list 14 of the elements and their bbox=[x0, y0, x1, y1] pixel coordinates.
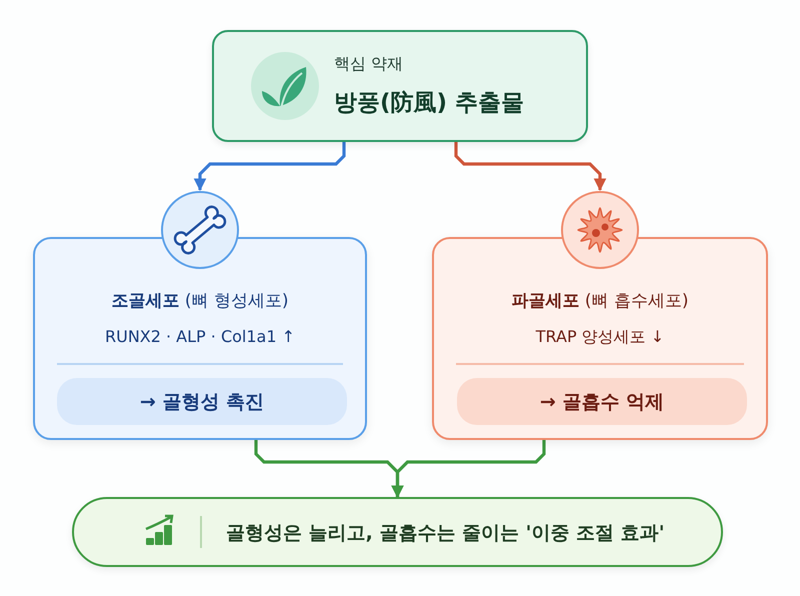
connector-arrow bbox=[391, 440, 546, 498]
effect-text: 골형성은 늘리고, 골흡수는 줄이는 '이중 조절 효과' bbox=[226, 521, 666, 546]
result-text: → 골흡수 억제 bbox=[538, 390, 666, 415]
cell-title: 조골세포 (뼈 형성세포) bbox=[110, 290, 290, 312]
result-text: → 골형성 촉진 bbox=[138, 390, 266, 415]
result-pill bbox=[457, 378, 747, 425]
source-box bbox=[212, 30, 588, 142]
title-text: 방풍(防風) 추출물 bbox=[334, 89, 526, 118]
marker-text: TRAP 양성세포 ↓ bbox=[534, 327, 666, 348]
marker-text: RUNX2 · ALP · Col1a1 ↑ bbox=[104, 327, 296, 346]
connector-arrow bbox=[454, 142, 606, 192]
cell-title: 파골세포 (뼈 흡수세포) bbox=[510, 290, 690, 312]
subtitle-text: 핵심 약재 bbox=[334, 54, 404, 75]
connector-arrow bbox=[194, 142, 346, 192]
